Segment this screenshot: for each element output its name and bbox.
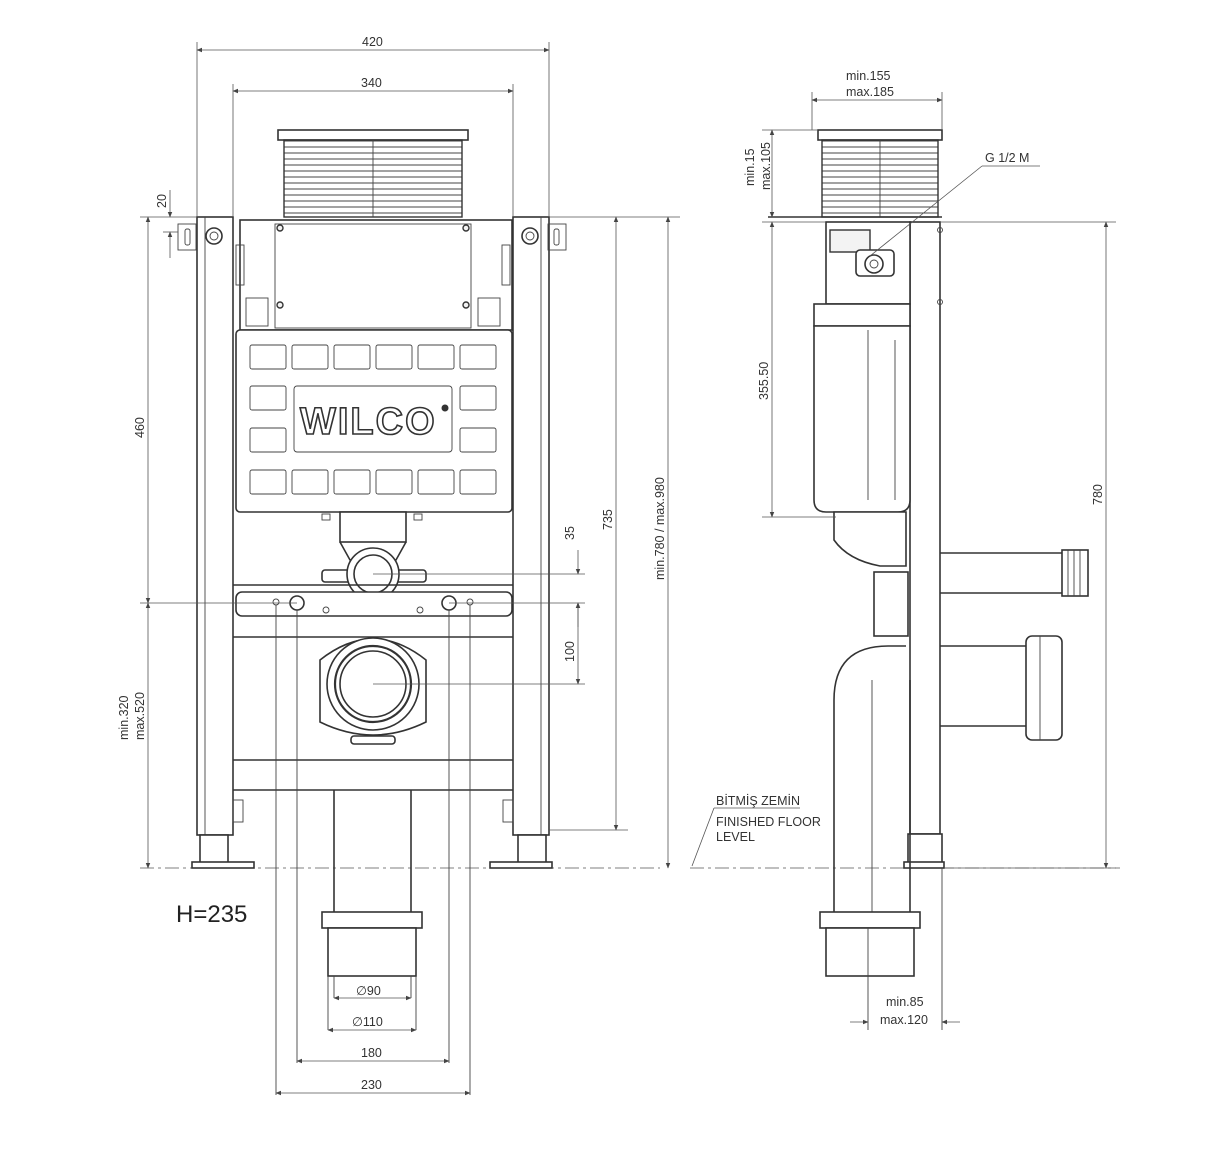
dimension-outlet-depth: min.85 max.120 <box>850 995 960 1027</box>
side-grille <box>768 129 943 218</box>
model-label: H=235 <box>176 901 247 928</box>
dimension-340: 340 <box>232 76 514 217</box>
dim-water-inlet: G 1/2 M <box>985 151 1029 165</box>
flush-valve <box>321 511 427 601</box>
dimension-180: 180 <box>296 1046 450 1064</box>
front-view: WILCO <box>117 35 680 1096</box>
finished-floor-callout: BİTMİŞ ZEMİN FINISHED FLOOR LEVEL <box>691 794 821 867</box>
mounting-brackets <box>177 223 567 251</box>
dim-side-total-height: 780 <box>1091 484 1105 505</box>
dim-outlet-min: min.320 <box>117 695 131 740</box>
dimension-735: 735 <box>549 216 628 831</box>
dim-top-offset: 20 <box>155 194 169 208</box>
bowl-outlet <box>319 637 427 745</box>
dim-outlet-max: max.520 <box>133 692 147 740</box>
side-cistern <box>813 303 911 513</box>
flush-plate-grille <box>277 129 469 218</box>
dim-tank-height: 460 <box>133 417 147 438</box>
side-pipe-end <box>819 868 943 1030</box>
dim-depth-min: min.155 <box>846 69 891 83</box>
dim-bolt-to-outlet: 100 <box>563 641 577 662</box>
dim-frame-width: 340 <box>361 76 382 90</box>
dimension-side-tank: 355.50 <box>757 221 836 518</box>
dim-plate-max: max.105 <box>759 142 773 190</box>
dimension-total-height: min.780 / max.980 <box>628 216 680 869</box>
frame-left-leg <box>191 216 255 869</box>
floor-label-tr: BİTMİŞ ZEMİN <box>716 794 800 808</box>
dimension-plate-height: min.15 max.105 <box>743 129 818 218</box>
dim-total-height: min.780 / max.980 <box>653 477 667 580</box>
dim-bolt-gap: 35 <box>563 526 577 540</box>
dim-overall-width: 420 <box>362 35 383 49</box>
water-inlet-callout: G 1/2 M <box>869 151 1040 257</box>
side-view: min.155 max.185 min.15 max.105 355.50 78… <box>690 69 1120 1030</box>
dimension-d90: ∅90 <box>333 984 412 1001</box>
dimension-outlet-height: min.320 max.520 <box>117 602 151 869</box>
dim-pipe-outer: ∅110 <box>352 1015 383 1029</box>
dim-bolt-spacing-outer: 230 <box>361 1078 382 1092</box>
dimension-20: 20 <box>155 190 197 258</box>
dim-plate-min: min.15 <box>743 148 757 186</box>
dim-pipe-inner: ∅90 <box>356 984 381 998</box>
side-valve <box>825 221 911 305</box>
side-flush-pipe <box>833 511 911 912</box>
dimension-side-total: 780 <box>940 221 1116 869</box>
cistern-body: WILCO <box>235 329 513 513</box>
frame-crossbars <box>233 584 513 791</box>
dimension-100: 100 <box>373 602 585 685</box>
floor-label-en-2: LEVEL <box>716 830 755 844</box>
dimension-side-depth: min.155 max.185 <box>811 69 943 130</box>
dim-outlet-depth-min: min.85 <box>886 995 924 1009</box>
frame-right-leg <box>489 216 553 869</box>
side-water-connector <box>940 549 1089 597</box>
dimension-230: 230 <box>275 1078 471 1096</box>
dimension-d110: ∅110 <box>327 1015 417 1033</box>
tank-upper-frame <box>235 219 513 331</box>
dimension-420: 420 <box>196 35 550 217</box>
side-frame <box>903 221 945 869</box>
brand-logo: WILCO <box>300 401 437 443</box>
drain-pipe <box>321 790 423 977</box>
side-drain-connector <box>940 635 1063 741</box>
dim-frame-height: 735 <box>601 509 615 530</box>
floor-label-en-1: FINISHED FLOOR <box>716 815 821 829</box>
dim-bolt-spacing-inner: 180 <box>361 1046 382 1060</box>
dim-side-tank-height: 355.50 <box>757 362 771 400</box>
dim-outlet-depth-max: max.120 <box>880 1013 928 1027</box>
dimension-460: 460 <box>133 216 297 604</box>
dim-depth-max: max.185 <box>846 85 894 99</box>
